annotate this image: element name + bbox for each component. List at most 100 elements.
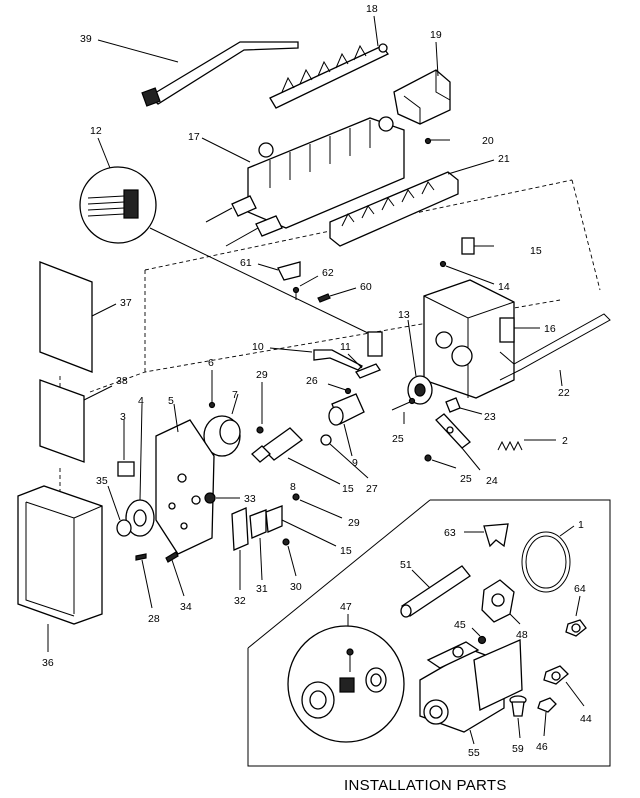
- washer-27-part: [320, 434, 369, 479]
- label-60: 60: [360, 281, 372, 293]
- label-34: 34: [180, 601, 192, 613]
- label-23: 23: [484, 411, 496, 423]
- screw-62-part: [292, 275, 319, 300]
- label-35: 35: [96, 475, 108, 487]
- label-55: 55: [468, 747, 480, 759]
- label-59: 59: [512, 743, 524, 755]
- label-39: 39: [80, 33, 92, 45]
- label-17: 17: [188, 131, 200, 143]
- label-28: 28: [148, 613, 160, 625]
- clip-63-part: [464, 523, 509, 548]
- valve-parts-part: [287, 614, 405, 743]
- clamp-64-part: [565, 595, 587, 637]
- heater-part: [329, 171, 459, 247]
- installation-parts-title: INSTALLATION PARTS: [344, 777, 507, 794]
- label-27: 27: [366, 483, 378, 495]
- label-25-mid: 25: [392, 433, 404, 445]
- installation-box: [247, 499, 611, 767]
- label-31: 31: [256, 583, 268, 595]
- label-2: 2: [562, 435, 568, 447]
- label-61: 61: [240, 257, 252, 269]
- label-20: 20: [482, 135, 494, 147]
- gear-4-part: [125, 403, 155, 537]
- label-16: 16: [544, 323, 556, 335]
- plug-59-part: [509, 695, 527, 739]
- screw-25b-part: [424, 454, 457, 469]
- label-1: 1: [578, 519, 584, 531]
- label-10: 10: [252, 341, 264, 353]
- label-51: 51: [400, 559, 412, 571]
- clamp-44-part: [543, 665, 585, 707]
- manual-38-part: [39, 379, 113, 463]
- label-26-left: 26: [306, 375, 318, 387]
- label-24: 24: [486, 475, 498, 487]
- cover-part: [393, 69, 451, 125]
- switch-11-part: [355, 331, 383, 379]
- label-19: 19: [430, 29, 442, 41]
- label-22: 22: [558, 387, 570, 399]
- cam-part: [328, 393, 365, 426]
- label-7: 7: [232, 389, 238, 401]
- label-15-top: 15: [530, 245, 542, 257]
- housing-part: [423, 279, 540, 399]
- label-64: 64: [574, 583, 586, 595]
- ejector-part: [269, 43, 389, 109]
- tube-51-part: [400, 565, 471, 618]
- label-14: 14: [498, 281, 510, 293]
- ice-mold-part: [205, 116, 405, 247]
- label-36: 36: [42, 657, 54, 669]
- label-9: 9: [352, 457, 358, 469]
- bracket-32-part: [231, 507, 249, 590]
- label-47: 47: [340, 601, 352, 613]
- gear-7-part: [203, 393, 241, 457]
- label-48: 48: [516, 629, 528, 641]
- screw-26a-part: [327, 383, 352, 395]
- bearing-33-part: [204, 492, 240, 504]
- bracket-31-part: [249, 509, 267, 581]
- screw-45-part: [471, 627, 487, 645]
- label-38: 38: [116, 375, 128, 387]
- screw-30-part: [282, 538, 297, 577]
- gear-35-part: [107, 485, 132, 537]
- switch-8-part: [251, 427, 341, 485]
- label-3-part: [117, 420, 135, 477]
- spring-part: [497, 439, 556, 452]
- shutoff-arm-part: [499, 313, 611, 381]
- label-32: 32: [234, 595, 246, 607]
- screw-14-part: [439, 260, 495, 285]
- label-15-bottom: 15: [340, 545, 352, 557]
- manual-37-part: [39, 261, 117, 373]
- clamp-46-part: [537, 697, 557, 737]
- label-18: 18: [366, 3, 378, 15]
- wire-harness-part: [79, 166, 371, 335]
- label-33: 33: [244, 493, 256, 505]
- label-37: 37: [120, 297, 132, 309]
- connector-15a-part: [461, 237, 494, 255]
- label-3: 3: [120, 411, 126, 423]
- water-valve-part: [419, 639, 523, 745]
- screw-34-part: [165, 551, 185, 597]
- lever-10-part: [269, 347, 364, 371]
- screw-6-part: [208, 370, 216, 409]
- screw-29a-part: [256, 382, 264, 434]
- label-29-top: 29: [256, 369, 268, 381]
- label-44: 44: [580, 713, 592, 725]
- label-29-bottom: 29: [348, 517, 360, 529]
- front-cover-part: [17, 485, 103, 652]
- fill-tube-part: [141, 41, 299, 107]
- label-45: 45: [454, 619, 466, 631]
- bracket-61-part: [257, 261, 301, 281]
- label-5: 5: [168, 395, 174, 407]
- label-13: 13: [398, 309, 410, 321]
- connector-15c-part: [265, 505, 337, 547]
- label-62: 62: [322, 267, 334, 279]
- screw-26b-part: [391, 397, 416, 411]
- label-30: 30: [290, 581, 302, 593]
- lever-24-part: [435, 413, 481, 471]
- label-8: 8: [290, 481, 296, 493]
- screw-28-part: [135, 553, 153, 609]
- nut-48-part: [481, 579, 521, 625]
- screw-20-part: [424, 137, 450, 145]
- label-25-right: 25: [460, 473, 472, 485]
